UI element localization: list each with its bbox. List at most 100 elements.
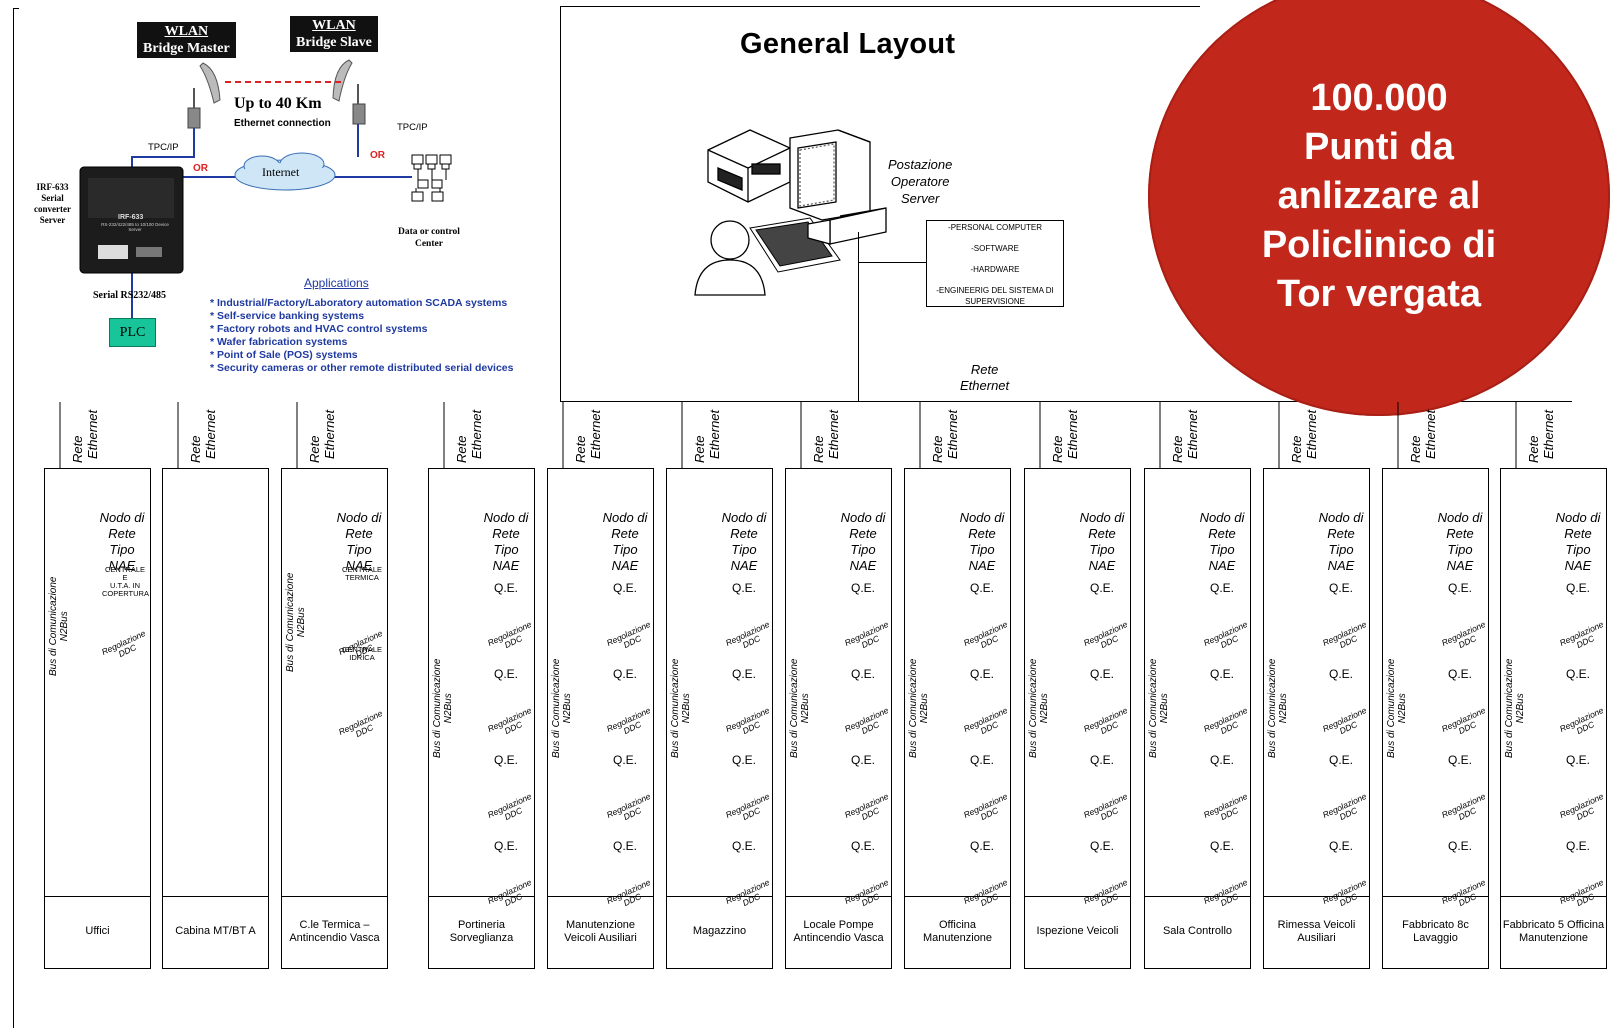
qe-label: Q.E. [494, 581, 519, 595]
computer-icon [789, 129, 887, 245]
qe-label: Q.E. [1210, 581, 1235, 595]
postazione-label: Postazione Operatore Server [888, 157, 953, 206]
operator-station-drawing [694, 129, 887, 296]
qe-label: Q.E. [1090, 581, 1115, 595]
qe-label: Q.E. [851, 753, 876, 767]
list-item: Factory robots and HVAC control systems [210, 323, 513, 336]
data-center-label: Data or control Center [398, 227, 460, 249]
qe-label: Q.E. [851, 667, 876, 681]
building-column [162, 468, 269, 969]
column-footer-divider [281, 896, 387, 897]
rete-ethernet-label: Rete Ethernet [960, 362, 1010, 393]
qe-label: Q.E. [970, 581, 995, 595]
building-name: Manutenzione Veicoli Ausiliari [564, 918, 637, 944]
station-uplink [858, 232, 859, 402]
points-badge: 100.000 Punti da anlizzare al Policlinic… [1148, 0, 1610, 416]
building-column [785, 468, 892, 969]
general-layout-frame-left [560, 6, 561, 402]
qe-label: Q.E. [1566, 839, 1591, 853]
qe-label: Q.E. [494, 753, 519, 767]
printer-icon [707, 129, 791, 203]
qe-label: Q.E. [1329, 667, 1354, 681]
building-name: Portineria Sorveglianza [449, 918, 514, 944]
building-name: Cabina MT/BT A [175, 925, 256, 937]
qe-label: Q.E. [1448, 839, 1473, 853]
qe-label: Q.E. [732, 839, 757, 853]
list-item: Point of Sale (POS) systems [210, 349, 513, 362]
or-right-text: OR [370, 150, 385, 161]
page-border-left [13, 8, 14, 1028]
device-sub-text: RS-232/422/485 to 10/100 Device Server [101, 222, 169, 232]
qe-label: Q.E. [613, 667, 638, 681]
building-column [428, 468, 535, 969]
list-item: Self-service banking systems [210, 310, 513, 323]
data-center-computers-icon [411, 154, 452, 202]
irf-label: IRF-633 Serial converter Server [34, 182, 71, 225]
serial-device-server-icon [79, 166, 184, 274]
building-column [1024, 468, 1131, 969]
building-name: Sala Controllo [1162, 925, 1233, 937]
qe-label: Q.E. [613, 753, 638, 767]
qe-label: Q.E. [613, 839, 638, 853]
general-layout-frame-top [560, 6, 1200, 7]
building-name: Fabbricato 5 Officina Manutenzione [1502, 918, 1605, 944]
general-layout-title: General Layout [740, 28, 956, 60]
qe-label: Q.E. [1448, 667, 1473, 681]
building-name: Locale Pompe Antincendio Vasca [793, 918, 884, 944]
qe-label: Q.E. [1090, 839, 1115, 853]
building-name: Ispezione Veicoli [1036, 925, 1119, 937]
building-column [1144, 468, 1251, 969]
qe-label: Q.E. [1090, 667, 1115, 681]
column-footer-divider [1382, 896, 1488, 897]
building-name: Officina Manutenzione [922, 918, 993, 944]
column-footer-divider [904, 896, 1010, 897]
qe-label: Q.E. [1566, 581, 1591, 595]
qe-label: Q.E. [1090, 753, 1115, 767]
qe-label: Q.E. [1210, 753, 1235, 767]
building-column [1500, 468, 1607, 969]
building-name: Rimessa Veicoli Ausiliari [1277, 918, 1356, 944]
column-footer-divider [1144, 896, 1250, 897]
applications-title: Applications [304, 276, 369, 290]
building-name: Uffici [85, 925, 110, 937]
qe-label: Q.E. [494, 839, 519, 853]
qe-label: Q.E. [851, 839, 876, 853]
column-footer-divider [666, 896, 772, 897]
page-corner-mark [13, 8, 19, 9]
device-model-text: IRF-633 [118, 214, 144, 221]
column-footer-divider [1263, 896, 1369, 897]
serial-label: Serial RS232/485 [93, 290, 167, 301]
tpcip-right-text: TPC/IP [397, 122, 428, 133]
internet-cloud-icon [234, 152, 336, 191]
list-item: Industrial/Factory/Laboratory automation… [210, 297, 513, 310]
column-footer-divider [785, 896, 891, 897]
station-box-link [858, 262, 926, 263]
qe-label: Q.E. [1566, 667, 1591, 681]
